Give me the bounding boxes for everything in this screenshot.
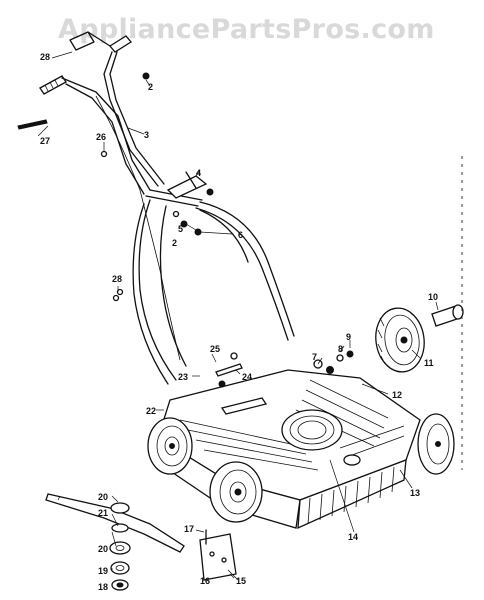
blade bbox=[45, 493, 185, 553]
leader-lines bbox=[37, 51, 439, 579]
mower-deck bbox=[153, 352, 421, 530]
callout-18: 18 bbox=[98, 582, 108, 592]
callout-7: 7 bbox=[312, 352, 317, 362]
callout-2: 2 bbox=[148, 82, 153, 92]
callout-12: 12 bbox=[392, 390, 402, 400]
callout-19: 19 bbox=[98, 566, 108, 576]
lower-handle bbox=[132, 199, 295, 385]
callout-2b: 2 bbox=[172, 238, 177, 248]
callout-28b: 28 bbox=[112, 274, 122, 284]
callout-25: 25 bbox=[210, 344, 220, 354]
callout-5: 5 bbox=[178, 224, 183, 234]
axle-washers bbox=[313, 350, 354, 374]
callout-20: 20 bbox=[98, 492, 108, 502]
callout-26: 26 bbox=[96, 132, 106, 142]
callout-23: 23 bbox=[178, 372, 188, 382]
callout-13: 13 bbox=[410, 488, 420, 498]
callout-20b: 20 bbox=[98, 544, 108, 554]
callout-15: 15 bbox=[236, 576, 246, 586]
callout-9: 9 bbox=[346, 332, 351, 342]
callout-6: 6 bbox=[238, 230, 243, 240]
deflector-bracket bbox=[199, 529, 239, 581]
callout-11: 11 bbox=[424, 358, 434, 368]
callout-21: 21 bbox=[98, 508, 108, 518]
callout-8: 8 bbox=[338, 344, 343, 354]
rear-left-wheel bbox=[417, 413, 455, 475]
rear-right-wheel bbox=[375, 307, 425, 373]
front-right-wheel bbox=[209, 461, 263, 523]
handle-fasteners bbox=[17, 72, 214, 302]
callout-28: 28 bbox=[40, 52, 50, 62]
callout-10: 10 bbox=[428, 292, 438, 302]
axle-bolt bbox=[431, 304, 464, 327]
callout-22: 22 bbox=[146, 406, 156, 416]
blade-stack bbox=[109, 502, 131, 591]
callout-14: 14 bbox=[348, 532, 358, 542]
front-left-wheel bbox=[147, 417, 193, 475]
upper-handle bbox=[39, 31, 203, 361]
callout-17: 17 bbox=[184, 524, 194, 534]
callout-3: 3 bbox=[144, 130, 149, 140]
callout-27: 27 bbox=[40, 136, 50, 146]
callout-4: 4 bbox=[196, 168, 201, 178]
handle-bracket bbox=[166, 171, 208, 199]
callout-16: 16 bbox=[200, 576, 210, 586]
callout-24: 24 bbox=[242, 372, 252, 382]
